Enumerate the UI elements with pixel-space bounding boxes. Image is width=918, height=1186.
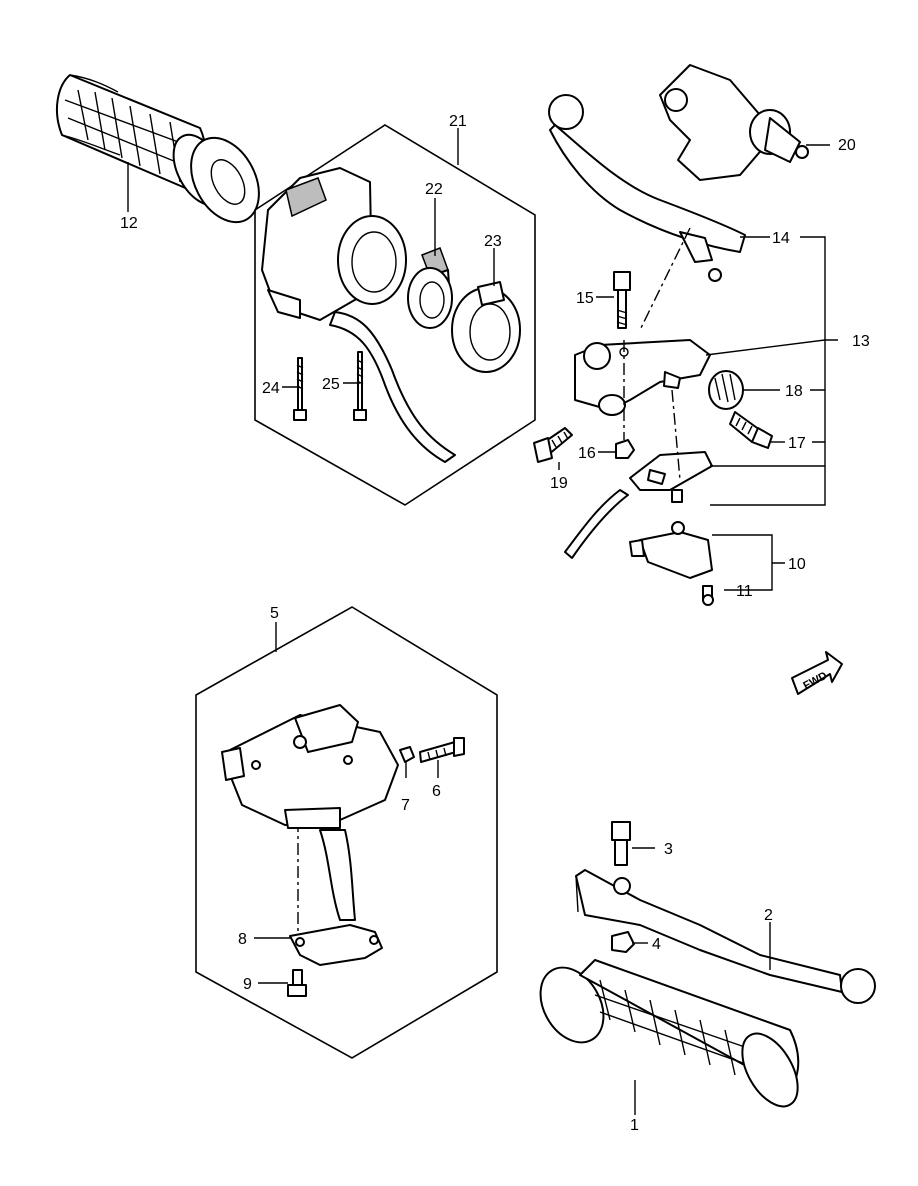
plate-8 bbox=[289, 924, 383, 966]
callout-7: 7 bbox=[401, 797, 410, 814]
callout-16: 16 bbox=[578, 445, 596, 462]
fwd-arrow-icon: FWD bbox=[791, 651, 843, 695]
throttle-housing bbox=[221, 704, 399, 921]
grip-right bbox=[539, 959, 800, 1108]
bolt-19 bbox=[533, 427, 573, 463]
nut-4 bbox=[611, 931, 635, 953]
callout-12: 12 bbox=[120, 215, 138, 232]
callout-17: 17 bbox=[788, 435, 806, 452]
switch-housing bbox=[261, 167, 456, 463]
callout-10: 10 bbox=[788, 556, 806, 573]
nut-7 bbox=[399, 746, 415, 763]
callout-14: 14 bbox=[772, 230, 790, 247]
grip-left bbox=[55, 74, 260, 224]
bolt-3 bbox=[611, 821, 631, 866]
leader-lines bbox=[127, 128, 838, 1115]
callout-4: 4 bbox=[652, 936, 661, 953]
callout-3: 3 bbox=[664, 841, 673, 858]
callout-5: 5 bbox=[270, 605, 279, 622]
callout-22: 22 bbox=[425, 181, 443, 198]
callout-25: 25 bbox=[322, 376, 340, 393]
callout-24: 24 bbox=[262, 380, 280, 397]
switch-part-23 bbox=[451, 281, 521, 373]
assembly-frame-21 bbox=[254, 124, 536, 506]
callout-21: 21 bbox=[449, 113, 467, 130]
callout-labels: 12 21 22 23 24 25 20 14 15 13 18 17 16 1… bbox=[120, 113, 870, 1134]
lever-14 bbox=[548, 94, 746, 282]
screw-11 bbox=[702, 585, 714, 606]
callout-18: 18 bbox=[785, 383, 803, 400]
callout-11: 11 bbox=[736, 583, 753, 600]
switch-10 bbox=[629, 521, 713, 579]
lever-2 bbox=[575, 869, 876, 1004]
bolt-15 bbox=[613, 271, 631, 357]
holder bbox=[574, 339, 711, 416]
nut-16 bbox=[615, 439, 635, 459]
callout-20: 20 bbox=[838, 137, 856, 154]
screw-24 bbox=[293, 357, 307, 421]
callout-23: 23 bbox=[484, 233, 502, 250]
switch-part-22 bbox=[407, 247, 453, 329]
callout-1: 1 bbox=[630, 1117, 639, 1134]
callout-2: 2 bbox=[764, 907, 773, 924]
callout-8: 8 bbox=[238, 931, 247, 948]
callout-6: 6 bbox=[432, 783, 441, 800]
part-18 bbox=[708, 370, 744, 410]
callout-9: 9 bbox=[243, 976, 252, 993]
assembly-frame-5 bbox=[195, 606, 498, 1059]
screw-9 bbox=[287, 969, 307, 997]
callout-13: 13 bbox=[852, 333, 870, 350]
part-20 bbox=[659, 64, 809, 181]
bolt-17 bbox=[729, 411, 773, 449]
callout-19: 19 bbox=[550, 475, 568, 492]
screw-25 bbox=[353, 351, 367, 421]
bolt-6 bbox=[419, 737, 465, 763]
callout-15: 15 bbox=[576, 290, 594, 307]
